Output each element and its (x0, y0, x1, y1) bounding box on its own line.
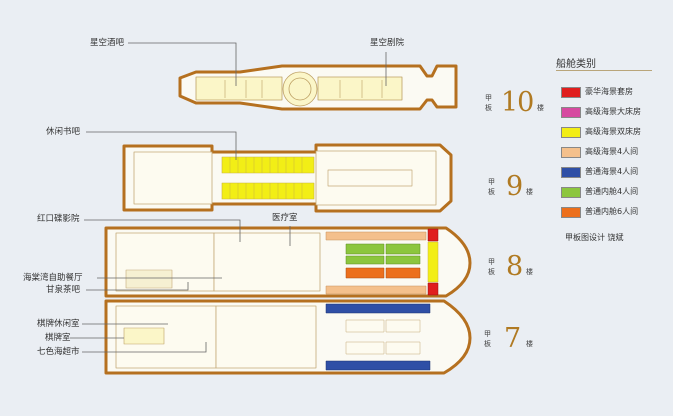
legend-swatch (561, 167, 581, 178)
label-red-cinema: 红口碟影院 (37, 214, 80, 224)
deck-suffix: 楼 (526, 188, 533, 196)
deck-10-plan (178, 64, 458, 111)
design-credit: 甲板图设计 饶斌 (565, 233, 624, 242)
legend-label: 普通内舱4人间 (585, 187, 639, 196)
legend-label: 高级海景大床房 (585, 107, 641, 116)
label-leisure-bar: 休闲书吧 (46, 127, 81, 137)
deck-suffix: 楼 (526, 340, 533, 348)
label-star-bar: 星空酒吧 (90, 38, 125, 48)
label-tea-bar: 甘泉茶吧 (46, 285, 81, 295)
deck-9-plan (122, 143, 453, 213)
deck-suffix: 楼 (537, 104, 544, 112)
legend-label: 普通海景4人间 (585, 167, 639, 176)
legend-divider (556, 70, 652, 71)
label-buffet: 海棠湾自助餐厅 (23, 273, 83, 283)
legend-swatch (561, 207, 581, 218)
deck-7-plan (104, 299, 472, 375)
deck-suffix: 楼 (526, 268, 533, 276)
deck-prefix: 甲板 (488, 178, 495, 196)
deck-prefix: 甲板 (484, 330, 491, 348)
label-supermarket: 七色海超市 (37, 347, 80, 357)
legend-swatch (561, 127, 581, 138)
legend-swatch (561, 187, 581, 198)
deck-prefix: 甲板 (488, 258, 495, 276)
label-medical-room: 医疗室 (272, 213, 298, 223)
deck-number: 8 (506, 251, 523, 282)
legend-swatch (561, 87, 581, 98)
legend-swatch (561, 147, 581, 158)
legend-swatch (561, 107, 581, 118)
legend-label: 高级海景4人间 (585, 147, 639, 156)
legend-label: 高级海景双床房 (585, 127, 641, 136)
label-star-cinema: 星空剧院 (370, 38, 405, 48)
deck-prefix: 甲板 (485, 94, 492, 112)
deck-number: 10 (501, 87, 534, 118)
leader-lines (70, 42, 387, 353)
label-chess-lounge: 棋牌休闲室 (37, 319, 80, 329)
legend-title: 船舱类别 (556, 59, 596, 70)
legend-label: 豪华海景套房 (585, 87, 633, 96)
legend-label: 普通内舱6人间 (585, 207, 639, 216)
deck-number: 7 (504, 323, 521, 354)
label-chess-room: 棋牌室 (45, 333, 71, 343)
deck-number: 9 (506, 171, 523, 202)
deck-8-plan (104, 226, 472, 298)
